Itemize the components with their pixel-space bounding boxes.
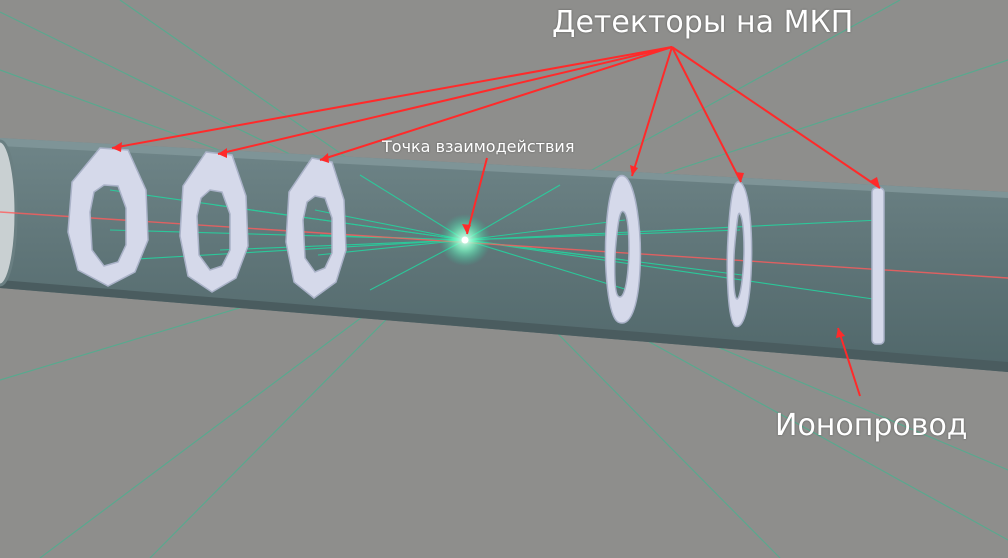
detector-ring-1 (604, 174, 642, 324)
beam-line (0, 211, 1008, 279)
pointer-arrows (111, 46, 881, 397)
detector-octagon-2 (179, 151, 249, 293)
interaction-point-label: Точка взаимодействия (382, 137, 575, 156)
pointer-heads (112, 142, 880, 338)
detector-ring-3 (871, 187, 885, 345)
detector-ring-2 (726, 180, 753, 328)
interaction-point (439, 214, 491, 266)
beam-pipe (0, 138, 1008, 372)
detector-octagon-1 (67, 147, 149, 287)
beam-pipe-label: Ионопровод (775, 408, 968, 443)
detectors-label: Детекторы на МКП (552, 5, 854, 40)
detector-octagon-3 (285, 157, 347, 299)
